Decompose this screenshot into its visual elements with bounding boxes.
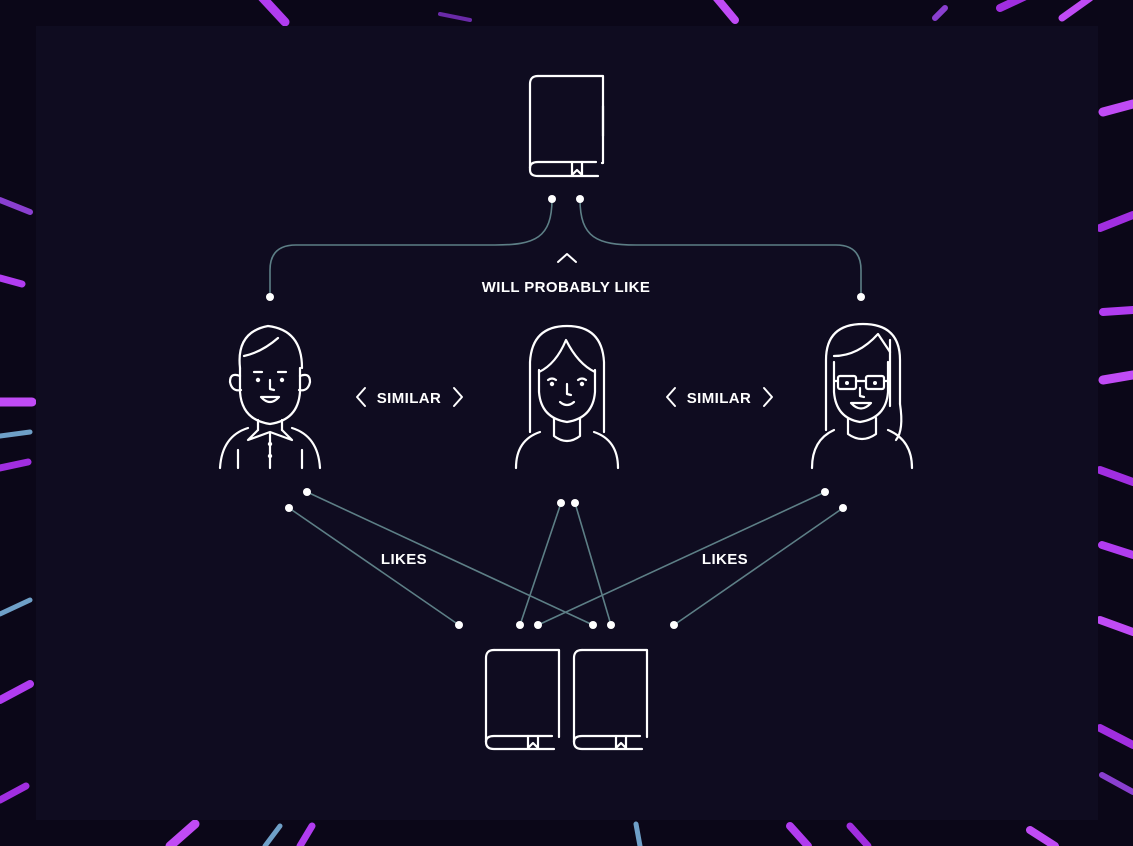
likes-line-left-a	[288, 507, 460, 626]
chevron-left-icon	[666, 387, 676, 407]
woman-long-hair-icon	[514, 324, 620, 470]
chevron-right-icon	[453, 387, 463, 407]
connector-top-left	[269, 198, 553, 296]
likes-label-left: LIKES	[381, 551, 427, 568]
book-icon	[528, 74, 605, 178]
likes-line-center-b	[574, 502, 612, 626]
connector-top-right	[579, 198, 862, 296]
likes-label-right: LIKES	[702, 551, 748, 568]
likes-line-right-b	[673, 507, 844, 626]
chevron-right-icon	[763, 387, 773, 407]
book-icon	[572, 648, 649, 751]
likes-line-left-b	[306, 491, 594, 626]
chevron-left-icon	[356, 387, 366, 407]
woman-with-glasses-icon	[810, 322, 914, 470]
similar-label-right: SIMILAR	[687, 390, 751, 407]
man-with-collar-icon	[218, 324, 322, 470]
book-icon	[484, 648, 561, 751]
chevron-up-icon	[557, 253, 577, 263]
similar-label-left: SIMILAR	[377, 390, 441, 407]
connector-dots	[266, 195, 865, 629]
likes-line-right-a	[537, 491, 826, 626]
will-probably-like-label: WILL PROBABLY LIKE	[482, 279, 651, 296]
likes-line-center-a	[519, 502, 562, 626]
